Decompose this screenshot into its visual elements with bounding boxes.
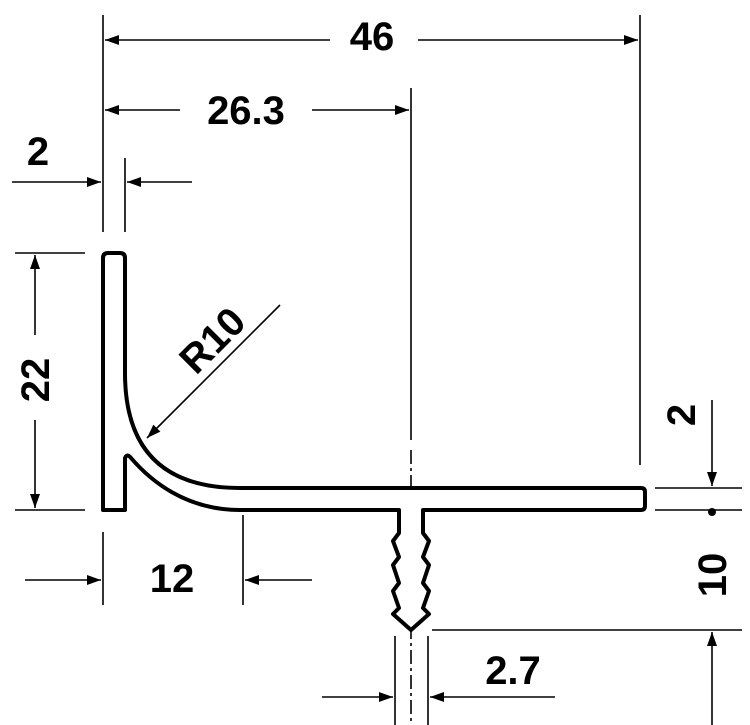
label-2-flange: 2: [660, 404, 704, 426]
label-46: 46: [350, 15, 395, 59]
profile-outline: [101, 251, 647, 632]
dimension-overall-width: 46: [105, 15, 638, 59]
dimension-dowel-width: 2.7: [322, 649, 555, 702]
dimension-flange-thickness: 2: [660, 400, 717, 516]
label-2-7: 2.7: [485, 649, 541, 693]
label-26-3: 26.3: [207, 89, 285, 133]
dimension-leg-height: 22: [14, 255, 58, 508]
label-2-leg: 2: [27, 130, 49, 174]
label-10: 10: [691, 553, 735, 598]
dimension-curve-extent: 12: [25, 557, 312, 601]
label-r10: R10: [171, 299, 254, 382]
dimension-dowel-length: 10: [691, 553, 735, 725]
extension-lines: [15, 15, 742, 725]
label-12: 12: [150, 557, 195, 601]
dimension-radius: R10: [146, 299, 281, 439]
dimension-center-offset: 26.3: [105, 89, 409, 133]
dimension-leg-thickness: 2: [12, 130, 192, 187]
label-22: 22: [14, 358, 58, 403]
